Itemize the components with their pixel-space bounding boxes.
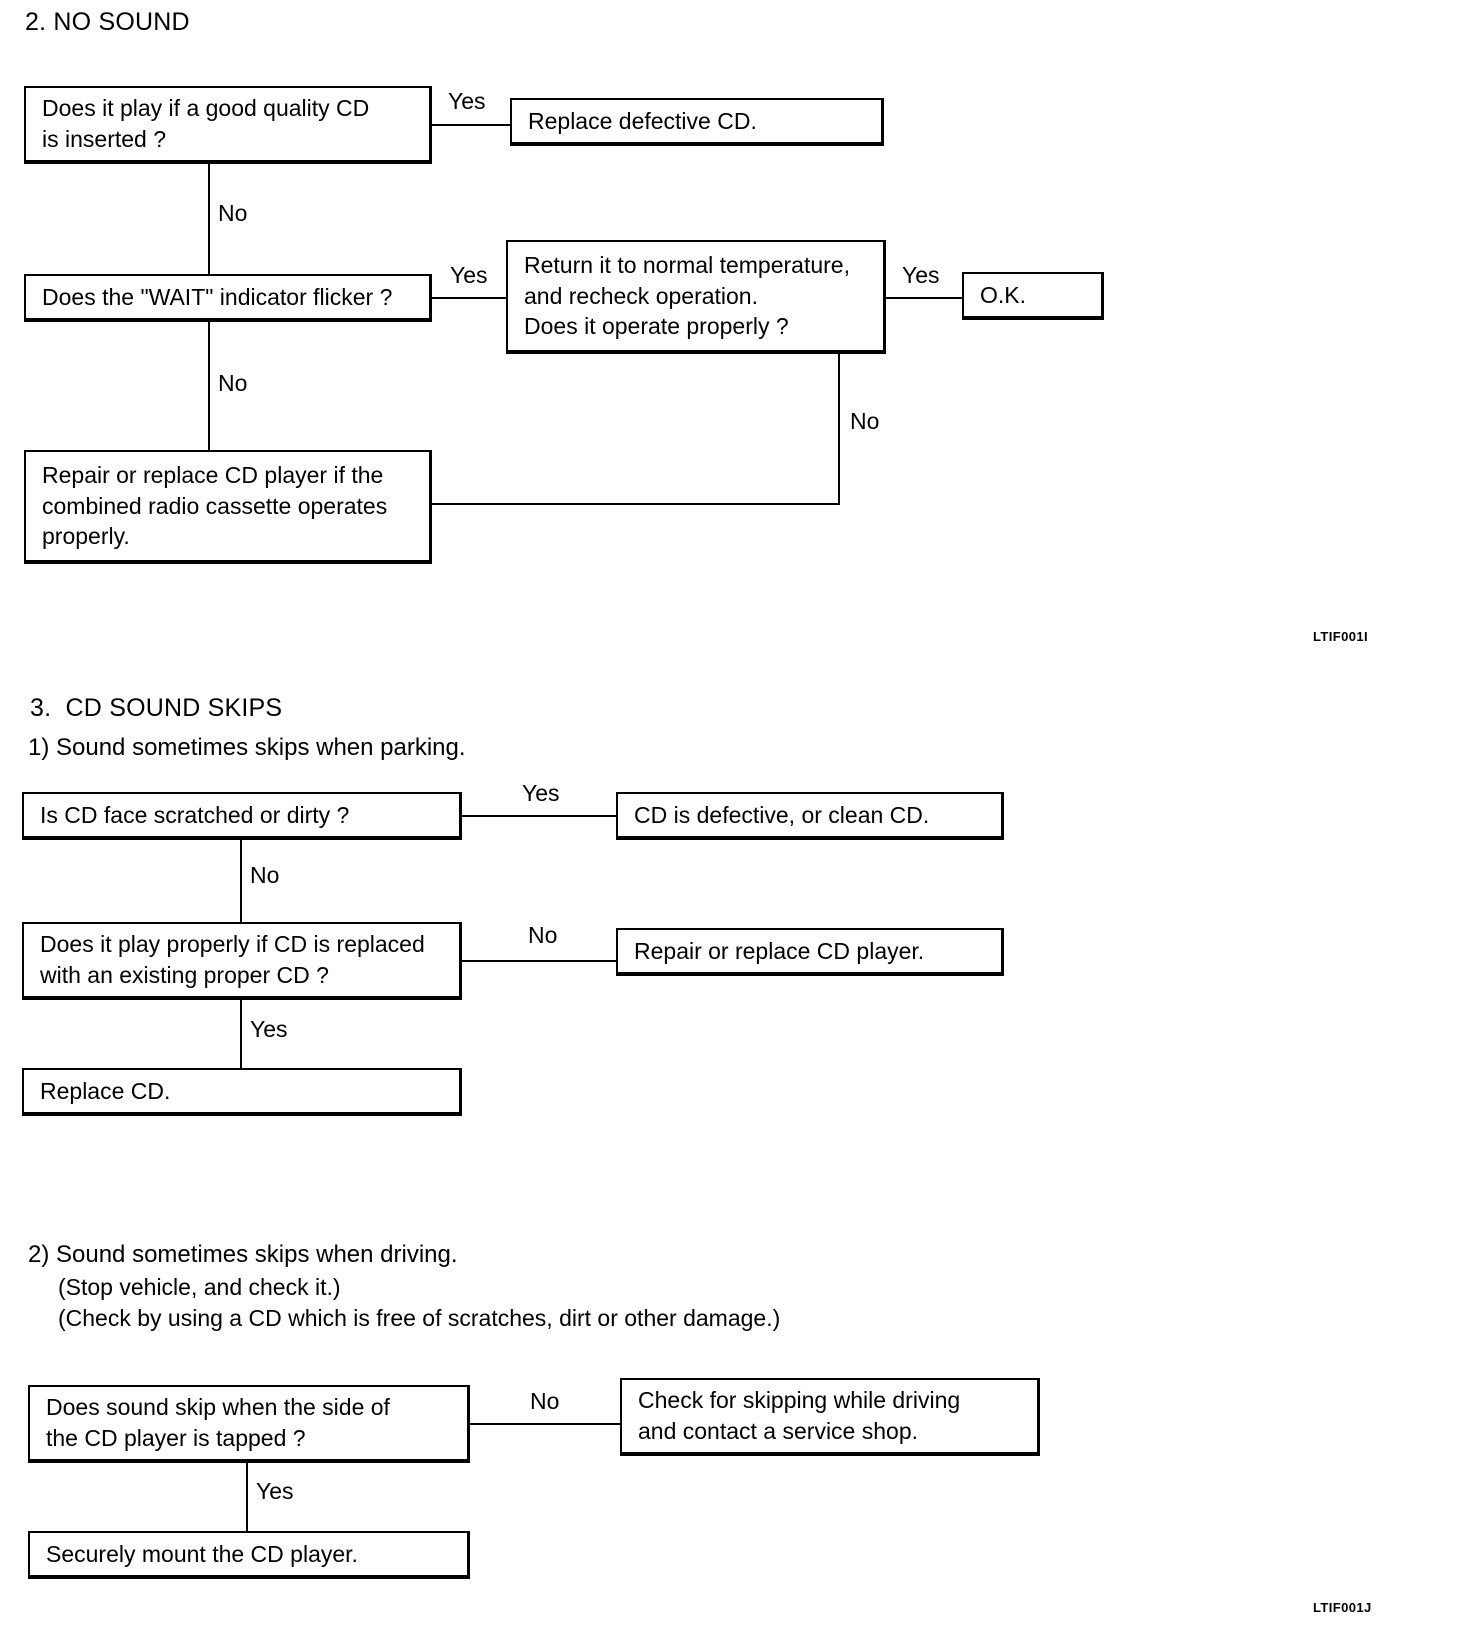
edge-dq1-da1 (470, 1423, 620, 1425)
edge-label-no-q3: No (850, 408, 880, 434)
edge-pq1-pq2 (240, 840, 242, 922)
edge-q3-a2 (886, 297, 964, 299)
edge-label-yes-q2: Yes (450, 262, 488, 288)
flow-box-text: Securely mount the CD player. (46, 1540, 358, 1567)
flow-box-text: O.K. (980, 281, 1027, 308)
edge-pq1-pa1 (462, 815, 616, 817)
flow-box-check-skipping-while-driving: Check for skipping while driving and con… (620, 1378, 1040, 1456)
edge-q3-a3-horizontal (432, 503, 840, 505)
edge-label-no-q2: No (218, 370, 248, 396)
edge-label-no-pq1: No (250, 862, 280, 888)
flow-box-wait-indicator-flicker: Does the "WAIT" indicator flicker ? (24, 274, 432, 322)
flow-box-securely-mount-cd-player: Securely mount the CD player. (28, 1531, 470, 1579)
edge-label-yes-pq1: Yes (522, 780, 560, 806)
flow-box-text: CD is defective, or clean CD. (634, 801, 930, 828)
flow-box-repair-replace-cd-player-radio: Repair or replace CD player if the combi… (24, 450, 432, 564)
flow-box-text: Does it play if a good quality CD is ins… (42, 95, 370, 152)
edge-dq1-da2 (246, 1463, 248, 1531)
flow-box-text: Replace CD. (40, 1077, 171, 1104)
section-title-cd-sound-skips: 3. CD SOUND SKIPS (30, 694, 283, 722)
edge-q1-a1 (432, 124, 512, 126)
edge-q3-a3-vertical (838, 354, 840, 504)
edge-label-yes-q1: Yes (448, 88, 486, 114)
flow-box-text: Is CD face scratched or dirty ? (40, 801, 350, 828)
flow-box-play-properly-existing-cd: Does it play properly if CD is replaced … (22, 922, 462, 1000)
flow-box-does-it-play-good-cd: Does it play if a good quality CD is ins… (24, 86, 432, 164)
flow-box-text: Does the "WAIT" indicator flicker ? (42, 283, 393, 310)
subsection-title-parking: 1) Sound sometimes skips when parking. (28, 734, 466, 761)
flow-box-text: Repair or replace CD player if the combi… (42, 462, 388, 550)
flow-box-text: Check for skipping while driving and con… (638, 1387, 961, 1444)
flow-box-repair-replace-cd-player: Repair or replace CD player. (616, 928, 1004, 976)
flow-box-return-normal-temperature: Return it to normal temperature, and rec… (506, 240, 886, 354)
subsection-note-check-using-cd: (Check by using a CD which is free of sc… (58, 1305, 781, 1331)
edge-pq2-pa2 (462, 960, 616, 962)
flow-box-ok: O.K. (962, 272, 1104, 320)
edge-q2-a3 (208, 322, 210, 450)
flow-box-text: Does it play properly if CD is replaced … (40, 931, 425, 988)
subsection-title-driving: 2) Sound sometimes skips when driving. (28, 1241, 458, 1268)
flow-box-text: Repair or replace CD player. (634, 937, 925, 964)
edge-label-no-dq1: No (530, 1388, 560, 1414)
figure-code-ltif001i: LTIF001I (1313, 629, 1368, 644)
edge-q2-q3 (432, 297, 512, 299)
edge-label-yes-dq1: Yes (256, 1478, 294, 1504)
flow-box-text: Return it to normal temperature, and rec… (524, 252, 850, 340)
flow-box-cd-face-scratched: Is CD face scratched or dirty ? (22, 792, 462, 840)
edge-pq2-pa3 (240, 1000, 242, 1068)
flow-box-text: Does sound skip when the side of the CD … (46, 1394, 390, 1451)
section-title-no-sound: 2. NO SOUND (25, 8, 190, 36)
figure-code-ltif001j: LTIF001J (1313, 1600, 1372, 1615)
edge-label-no-q1: No (218, 200, 248, 226)
flow-box-text: Replace defective CD. (528, 107, 757, 134)
flow-box-replace-cd: Replace CD. (22, 1068, 462, 1116)
edge-label-yes-pq2: Yes (250, 1016, 288, 1042)
edge-q1-q2 (208, 164, 210, 274)
flow-box-sound-skip-when-tapped: Does sound skip when the side of the CD … (28, 1385, 470, 1463)
flow-box-replace-defective-cd: Replace defective CD. (510, 98, 884, 146)
flow-box-cd-defective-or-clean: CD is defective, or clean CD. (616, 792, 1004, 840)
subsection-note-stop-vehicle: (Stop vehicle, and check it.) (58, 1274, 341, 1300)
edge-label-no-pq2: No (528, 922, 558, 948)
edge-label-yes-q3: Yes (902, 262, 940, 288)
